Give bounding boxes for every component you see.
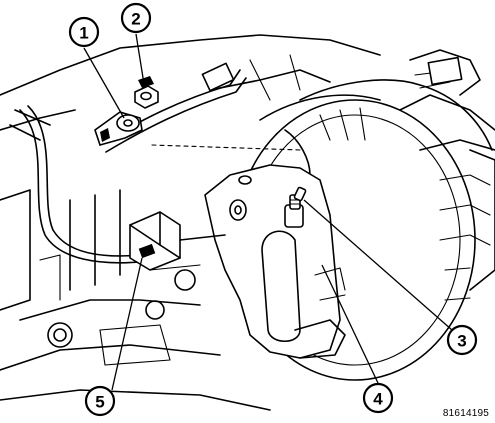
reference-line (151, 144, 301, 151)
output-stud (284, 186, 307, 228)
callout-2-label: 2 (131, 10, 140, 29)
callout-2: 2 (120, 2, 152, 34)
rear-cover (204, 164, 346, 359)
battery-terminal (94, 111, 143, 146)
callout-5: 5 (84, 385, 116, 417)
callout-3-label: 3 (457, 332, 466, 351)
callout-5-label: 5 (95, 393, 104, 412)
engine-block (0, 34, 381, 411)
callout-1: 1 (68, 16, 100, 48)
figure-id: 81614195 (442, 408, 489, 419)
callout-4: 4 (362, 382, 394, 414)
leader-lines (83, 33, 453, 391)
terminal-nut (134, 76, 159, 109)
field-connector (129, 211, 226, 271)
callout-4-label: 4 (373, 390, 383, 409)
callout-1-label: 1 (79, 24, 88, 43)
callout-3: 3 (446, 324, 478, 356)
